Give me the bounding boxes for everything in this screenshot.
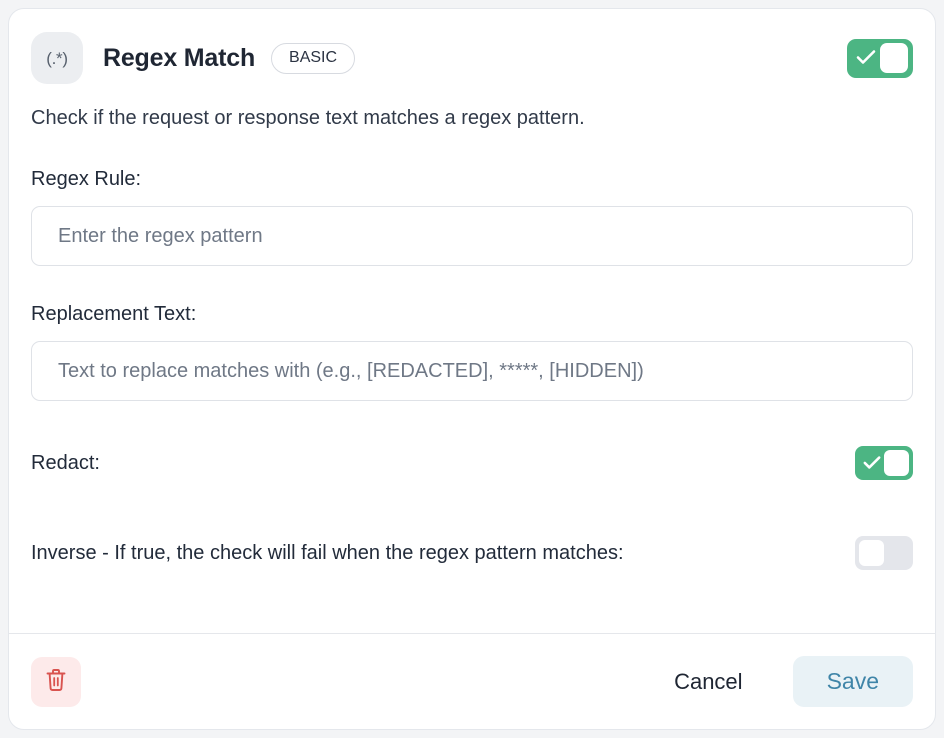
status-badge: BASIC: [271, 42, 356, 74]
redact-row: Redact:: [31, 446, 913, 480]
regex-icon: (.*): [31, 32, 83, 84]
toggle-knob: [880, 43, 908, 73]
redact-toggle[interactable]: [855, 446, 913, 480]
redact-label: Redact:: [31, 452, 100, 474]
inverse-row: Inverse - If true, the check will fail w…: [31, 536, 913, 570]
checkmark-icon: [863, 455, 881, 475]
card-header: (.*) Regex Match BASIC: [31, 29, 913, 87]
inverse-label: Inverse - If true, the check will fail w…: [31, 542, 624, 564]
card-body: (.*) Regex Match BASIC Check if the requ…: [9, 9, 935, 633]
replacement-text-label: Replacement Text:: [31, 303, 197, 325]
regex-rule-field: Regex Rule:: [31, 167, 913, 266]
regex-rule-input[interactable]: [31, 206, 913, 266]
enable-check-toggle[interactable]: [847, 38, 913, 78]
regex-rule-label: Regex Rule:: [31, 168, 142, 190]
regex-match-card: (.*) Regex Match BASIC Check if the requ…: [8, 8, 936, 730]
regex-icon-glyph: (.*): [46, 48, 68, 68]
replacement-text-input[interactable]: [31, 341, 913, 401]
save-button[interactable]: Save: [792, 655, 913, 708]
replacement-text-field: Replacement Text:: [31, 302, 913, 401]
toggle-knob: [884, 450, 909, 476]
checkmark-icon: [856, 49, 876, 70]
card-footer: Cancel Save: [9, 633, 935, 729]
page-title: Regex Match: [103, 43, 256, 72]
cancel-button[interactable]: Cancel: [664, 661, 752, 703]
toggle-knob: [859, 540, 884, 566]
card-description: Check if the request or response text ma…: [31, 107, 585, 129]
delete-button[interactable]: [31, 656, 81, 707]
trash-icon: [44, 667, 68, 696]
inverse-toggle[interactable]: [855, 536, 913, 570]
